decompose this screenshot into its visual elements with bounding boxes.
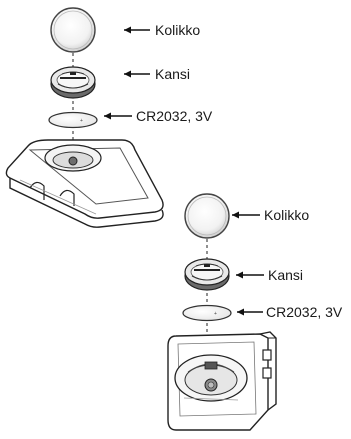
lower-cover-label: Kansi xyxy=(268,267,303,283)
upper-coin xyxy=(51,8,95,52)
lower-coin-label: Kolikko xyxy=(264,207,309,223)
lower-assembly: + xyxy=(168,194,276,430)
upper-coin-label: Kolikko xyxy=(155,22,200,38)
upper-arrows xyxy=(104,27,150,120)
svg-text:+: + xyxy=(80,118,83,124)
lower-device-housing xyxy=(168,332,276,430)
upper-cover-label: Kansi xyxy=(155,66,190,82)
upper-battery: + xyxy=(49,113,97,128)
lower-cover xyxy=(185,259,229,290)
lower-battery-label: CR2032, 3V xyxy=(266,304,342,320)
upper-device-base xyxy=(6,140,163,227)
lower-coin xyxy=(185,194,229,238)
svg-text:+: + xyxy=(214,311,217,317)
upper-cover xyxy=(51,67,95,98)
lower-battery: + xyxy=(183,306,231,321)
upper-battery-label: CR2032, 3V xyxy=(136,108,212,124)
lower-arrows xyxy=(232,212,264,316)
